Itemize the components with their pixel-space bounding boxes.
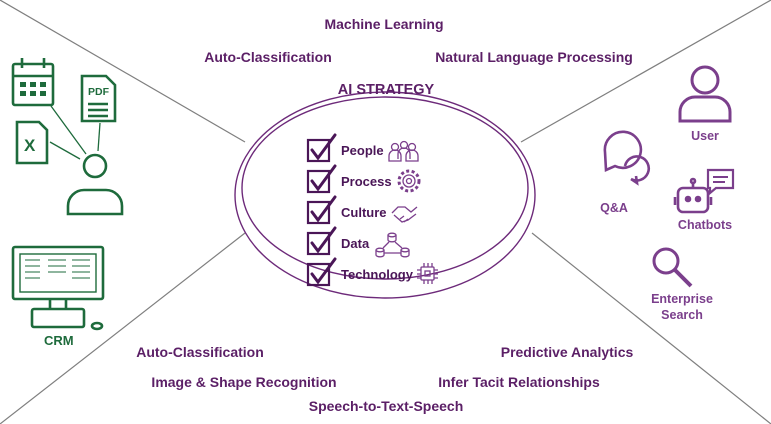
label-machine-learning: Machine Learning: [324, 16, 444, 32]
checkbox-icon: [306, 195, 337, 225]
label-search: Search: [661, 308, 703, 322]
checkbox-icon: [306, 226, 337, 256]
chip-icon: [417, 263, 438, 284]
diagonal-top-left: [0, 0, 246, 143]
checklist-boxes: [306, 133, 337, 287]
checkbox-icon: [306, 257, 337, 287]
checklist-label-technology: Technology: [341, 267, 413, 282]
checklist-label-people: People: [341, 143, 384, 158]
label-user: User: [691, 129, 719, 143]
center-title: AI STRATEGY: [337, 82, 435, 98]
checklist-icons: [375, 140, 438, 284]
label-auto-classification-top: Auto-Classification: [204, 49, 332, 65]
label-predictive-analytics: Predictive Analytics: [500, 344, 634, 360]
calendar-icon: [11, 58, 55, 107]
pdf-text: PDF: [88, 86, 109, 98]
center-ellipse: [234, 91, 536, 299]
search-icon: [652, 247, 693, 288]
people-icon: [388, 140, 419, 162]
diagonal-bottom-right: [531, 232, 771, 424]
checkbox-icon: [306, 164, 337, 194]
pdf-document-icon: [80, 74, 117, 123]
ellipse-inner: [241, 96, 529, 280]
label-auto-classification-bottom: Auto-Classification: [136, 344, 264, 360]
label-chatbots: Chatbots: [677, 218, 733, 232]
diagonal-bottom-left: [0, 232, 246, 424]
user-icon: [678, 65, 732, 123]
label-speech-to-text-speech: Speech-to-Text-Speech: [308, 398, 464, 414]
handshake-icon: [391, 206, 418, 223]
label-infer-tacit-relationships: Infer Tacit Relationships: [438, 374, 600, 390]
chatbot-icon: [673, 168, 735, 214]
excel-icon: [15, 120, 49, 165]
gear-icon: [397, 169, 421, 193]
connector-arrows: [49, 105, 101, 160]
label-crm: CRM: [44, 333, 74, 348]
checklist-label-process: Process: [341, 174, 392, 189]
qa-icon: [603, 130, 651, 186]
checkbox-icon: [306, 133, 337, 163]
ellipse-outer: [234, 91, 536, 299]
data-network-icon: [375, 232, 410, 258]
label-nlp: Natural Language Processing: [435, 49, 633, 65]
checklist-label-culture: Culture: [341, 205, 387, 220]
excel-text: X: [24, 136, 36, 155]
right-icons: [603, 65, 735, 288]
label-qa: Q&A: [600, 201, 628, 215]
person-icon: [66, 153, 124, 216]
crm-computer-icon: [11, 245, 105, 331]
label-image-shape-recognition: Image & Shape Recognition: [151, 374, 337, 390]
label-enterprise: Enterprise: [651, 292, 713, 306]
diagonal-top-right: [520, 0, 771, 143]
left-icons: [11, 58, 124, 331]
checklist-label-data: Data: [341, 236, 370, 251]
